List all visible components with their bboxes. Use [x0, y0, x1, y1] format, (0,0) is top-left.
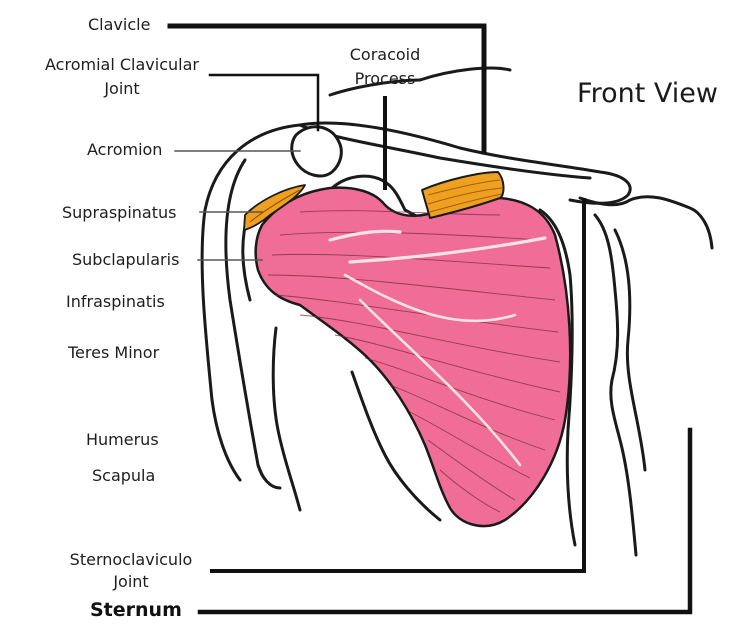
label-acromial-clavicular-joint: Acromial Clavicular Joint [34, 55, 210, 99]
label-scapula: Scapula [92, 466, 156, 485]
label-supraspinatus: Supraspinatus [62, 203, 177, 222]
coracoid-line1: Coracoid [349, 45, 421, 64]
label-subclapularis: Subclapularis [72, 250, 180, 269]
coracoid-line2: Process [354, 69, 416, 88]
thorax-outline [538, 195, 714, 557]
label-teres-minor: Teres Minor [68, 343, 160, 362]
sternoclaviculo-leader [210, 198, 586, 573]
left-tendon [243, 184, 306, 231]
sternoclaviculo-line2: Joint [113, 572, 149, 591]
acj-line1: Acromial Clavicular [45, 55, 199, 74]
label-acromion: Acromion [87, 140, 163, 159]
label-humerus: Humerus [86, 430, 159, 449]
label-sternum: Sternum [90, 599, 182, 621]
acj-line2: Joint [104, 79, 140, 98]
scapula-muscle [254, 186, 572, 528]
acj-leader [208, 73, 320, 132]
sternum-leader [197, 427, 693, 615]
sternoclaviculo-line1: Sternoclaviculo [69, 550, 193, 569]
label-clavicle: Clavicle [88, 15, 151, 34]
view-title: Front View [577, 78, 718, 109]
leader-lines [167, 23, 693, 615]
clavicle-leader [167, 23, 487, 155]
supraspinatus-tendon [421, 171, 505, 219]
label-coracoid-process: Coracoid Process [338, 45, 432, 89]
label-sternoclaviculo-joint: Sternoclaviculo Joint [58, 550, 204, 592]
label-infraspinatis: Infraspinatis [66, 292, 165, 311]
